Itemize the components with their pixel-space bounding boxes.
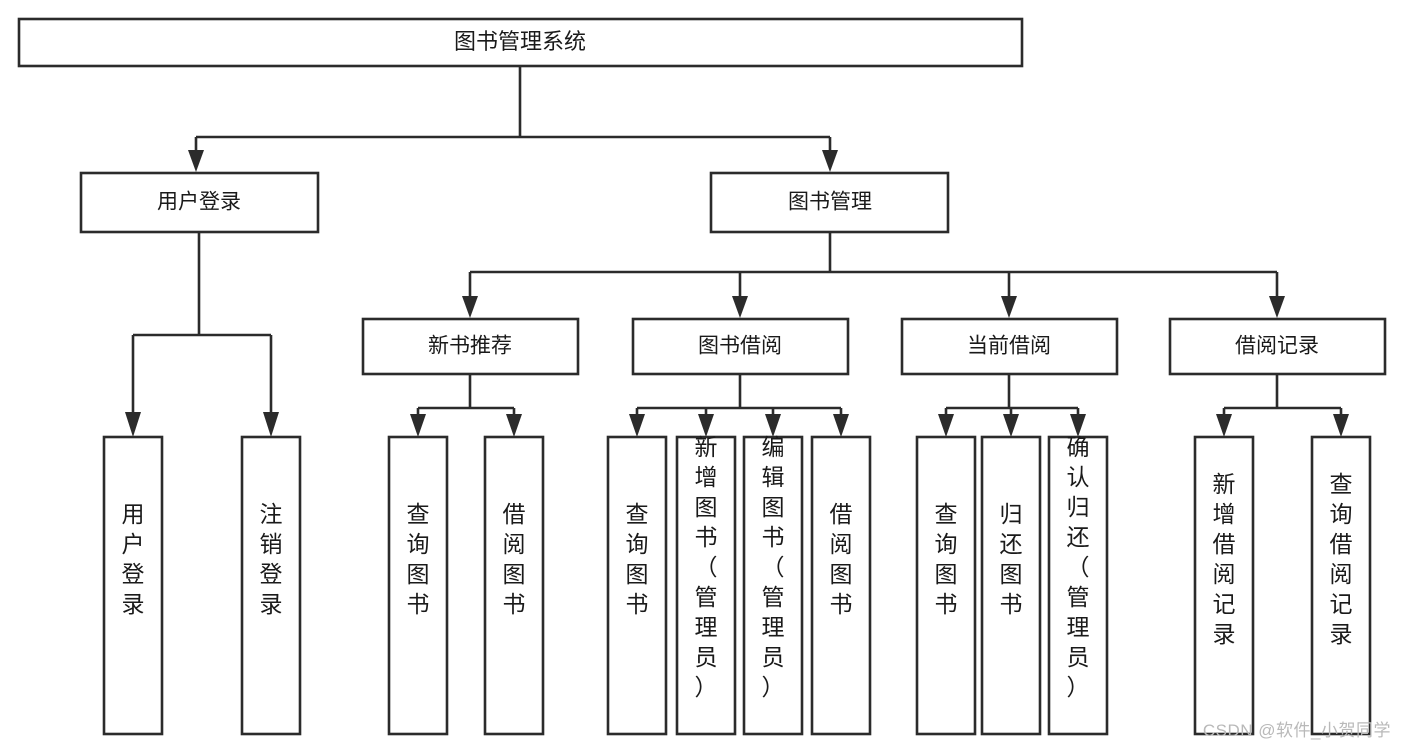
connector-root-to-level1 (188, 66, 838, 172)
node-book-borrow-label: 图书借阅 (698, 335, 782, 358)
leaf-currentborrow-confirm-label: 确认归还（管理员） (1067, 434, 1090, 700)
node-borrow-record[interactable]: 借阅记录 (1168, 317, 1387, 376)
node-new-book-recommend[interactable]: 新书推荐 (361, 317, 580, 376)
leaf-currentborrow-query[interactable]: 查询图书 (915, 435, 977, 736)
connector-borrowrecord-to-leaves (1216, 374, 1349, 437)
leaf-user-login-logout-label: 注销登录 (260, 501, 283, 617)
node-book-borrow[interactable]: 图书借阅 (631, 317, 850, 376)
leaf-borrowrecord-add[interactable]: 新增借阅记录 (1193, 435, 1255, 736)
leaf-newbook-borrow[interactable]: 借阅图书 (483, 435, 545, 736)
leaf-bookborrow-add[interactable]: 新增图书（管理员） (675, 434, 737, 736)
node-borrow-record-label: 借阅记录 (1235, 335, 1319, 358)
node-root-system-label: 图书管理系统 (454, 29, 586, 54)
leaf-currentborrow-return[interactable]: 归还图书 (980, 435, 1042, 736)
leaf-currentborrow-return-label: 归还图书 (1000, 501, 1023, 617)
leaf-bookborrow-edit[interactable]: 编辑图书（管理员） (742, 434, 804, 736)
connector-currentborrow-to-leaves (938, 374, 1086, 437)
leaf-borrowrecord-query-label: 查询借阅记录 (1330, 471, 1353, 647)
leaf-bookborrow-query-label: 查询图书 (626, 501, 649, 617)
leaf-user-login-logout[interactable]: 注销登录 (240, 435, 302, 736)
leaf-user-login-login[interactable]: 用户登录 (102, 435, 164, 736)
connector-bookmgmt-to-level2 (462, 233, 1285, 318)
leaf-newbook-query-label: 查询图书 (407, 501, 430, 617)
leaf-user-login-login-label: 用户登录 (122, 501, 145, 617)
node-book-management[interactable]: 图书管理 (709, 171, 950, 234)
csdn-watermark: CSDN @软件_小贺同学 (1202, 721, 1391, 740)
leaf-newbook-borrow-label: 借阅图书 (503, 501, 526, 617)
leaf-currentborrow-query-label: 查询图书 (935, 501, 958, 617)
node-user-login[interactable]: 用户登录 (79, 171, 320, 234)
leaf-bookborrow-query[interactable]: 查询图书 (606, 435, 668, 736)
node-book-management-label: 图书管理 (788, 191, 872, 214)
connector-userlogin-to-leaves (125, 233, 279, 437)
leaf-borrowrecord-add-label: 新增借阅记录 (1213, 471, 1236, 647)
connector-newbook-to-leaves (410, 374, 522, 437)
node-current-borrow[interactable]: 当前借阅 (900, 317, 1119, 376)
leaf-bookborrow-edit-label: 编辑图书（管理员） (762, 434, 785, 700)
node-root-system[interactable]: 图书管理系统 (17, 17, 1024, 68)
node-new-book-recommend-label: 新书推荐 (428, 335, 512, 358)
connector-bookborrow-to-leaves (629, 374, 849, 437)
leaf-newbook-query[interactable]: 查询图书 (387, 435, 449, 736)
leaf-bookborrow-add-label: 新增图书（管理员） (695, 434, 718, 700)
leaf-currentborrow-confirm[interactable]: 确认归还（管理员） (1047, 434, 1109, 736)
node-current-borrow-label: 当前借阅 (967, 335, 1051, 358)
node-user-login-label: 用户登录 (157, 191, 241, 214)
leaf-bookborrow-borrow[interactable]: 借阅图书 (810, 435, 872, 736)
leaf-bookborrow-borrow-label: 借阅图书 (830, 501, 853, 617)
leaf-borrowrecord-query[interactable]: 查询借阅记录 (1310, 435, 1372, 736)
